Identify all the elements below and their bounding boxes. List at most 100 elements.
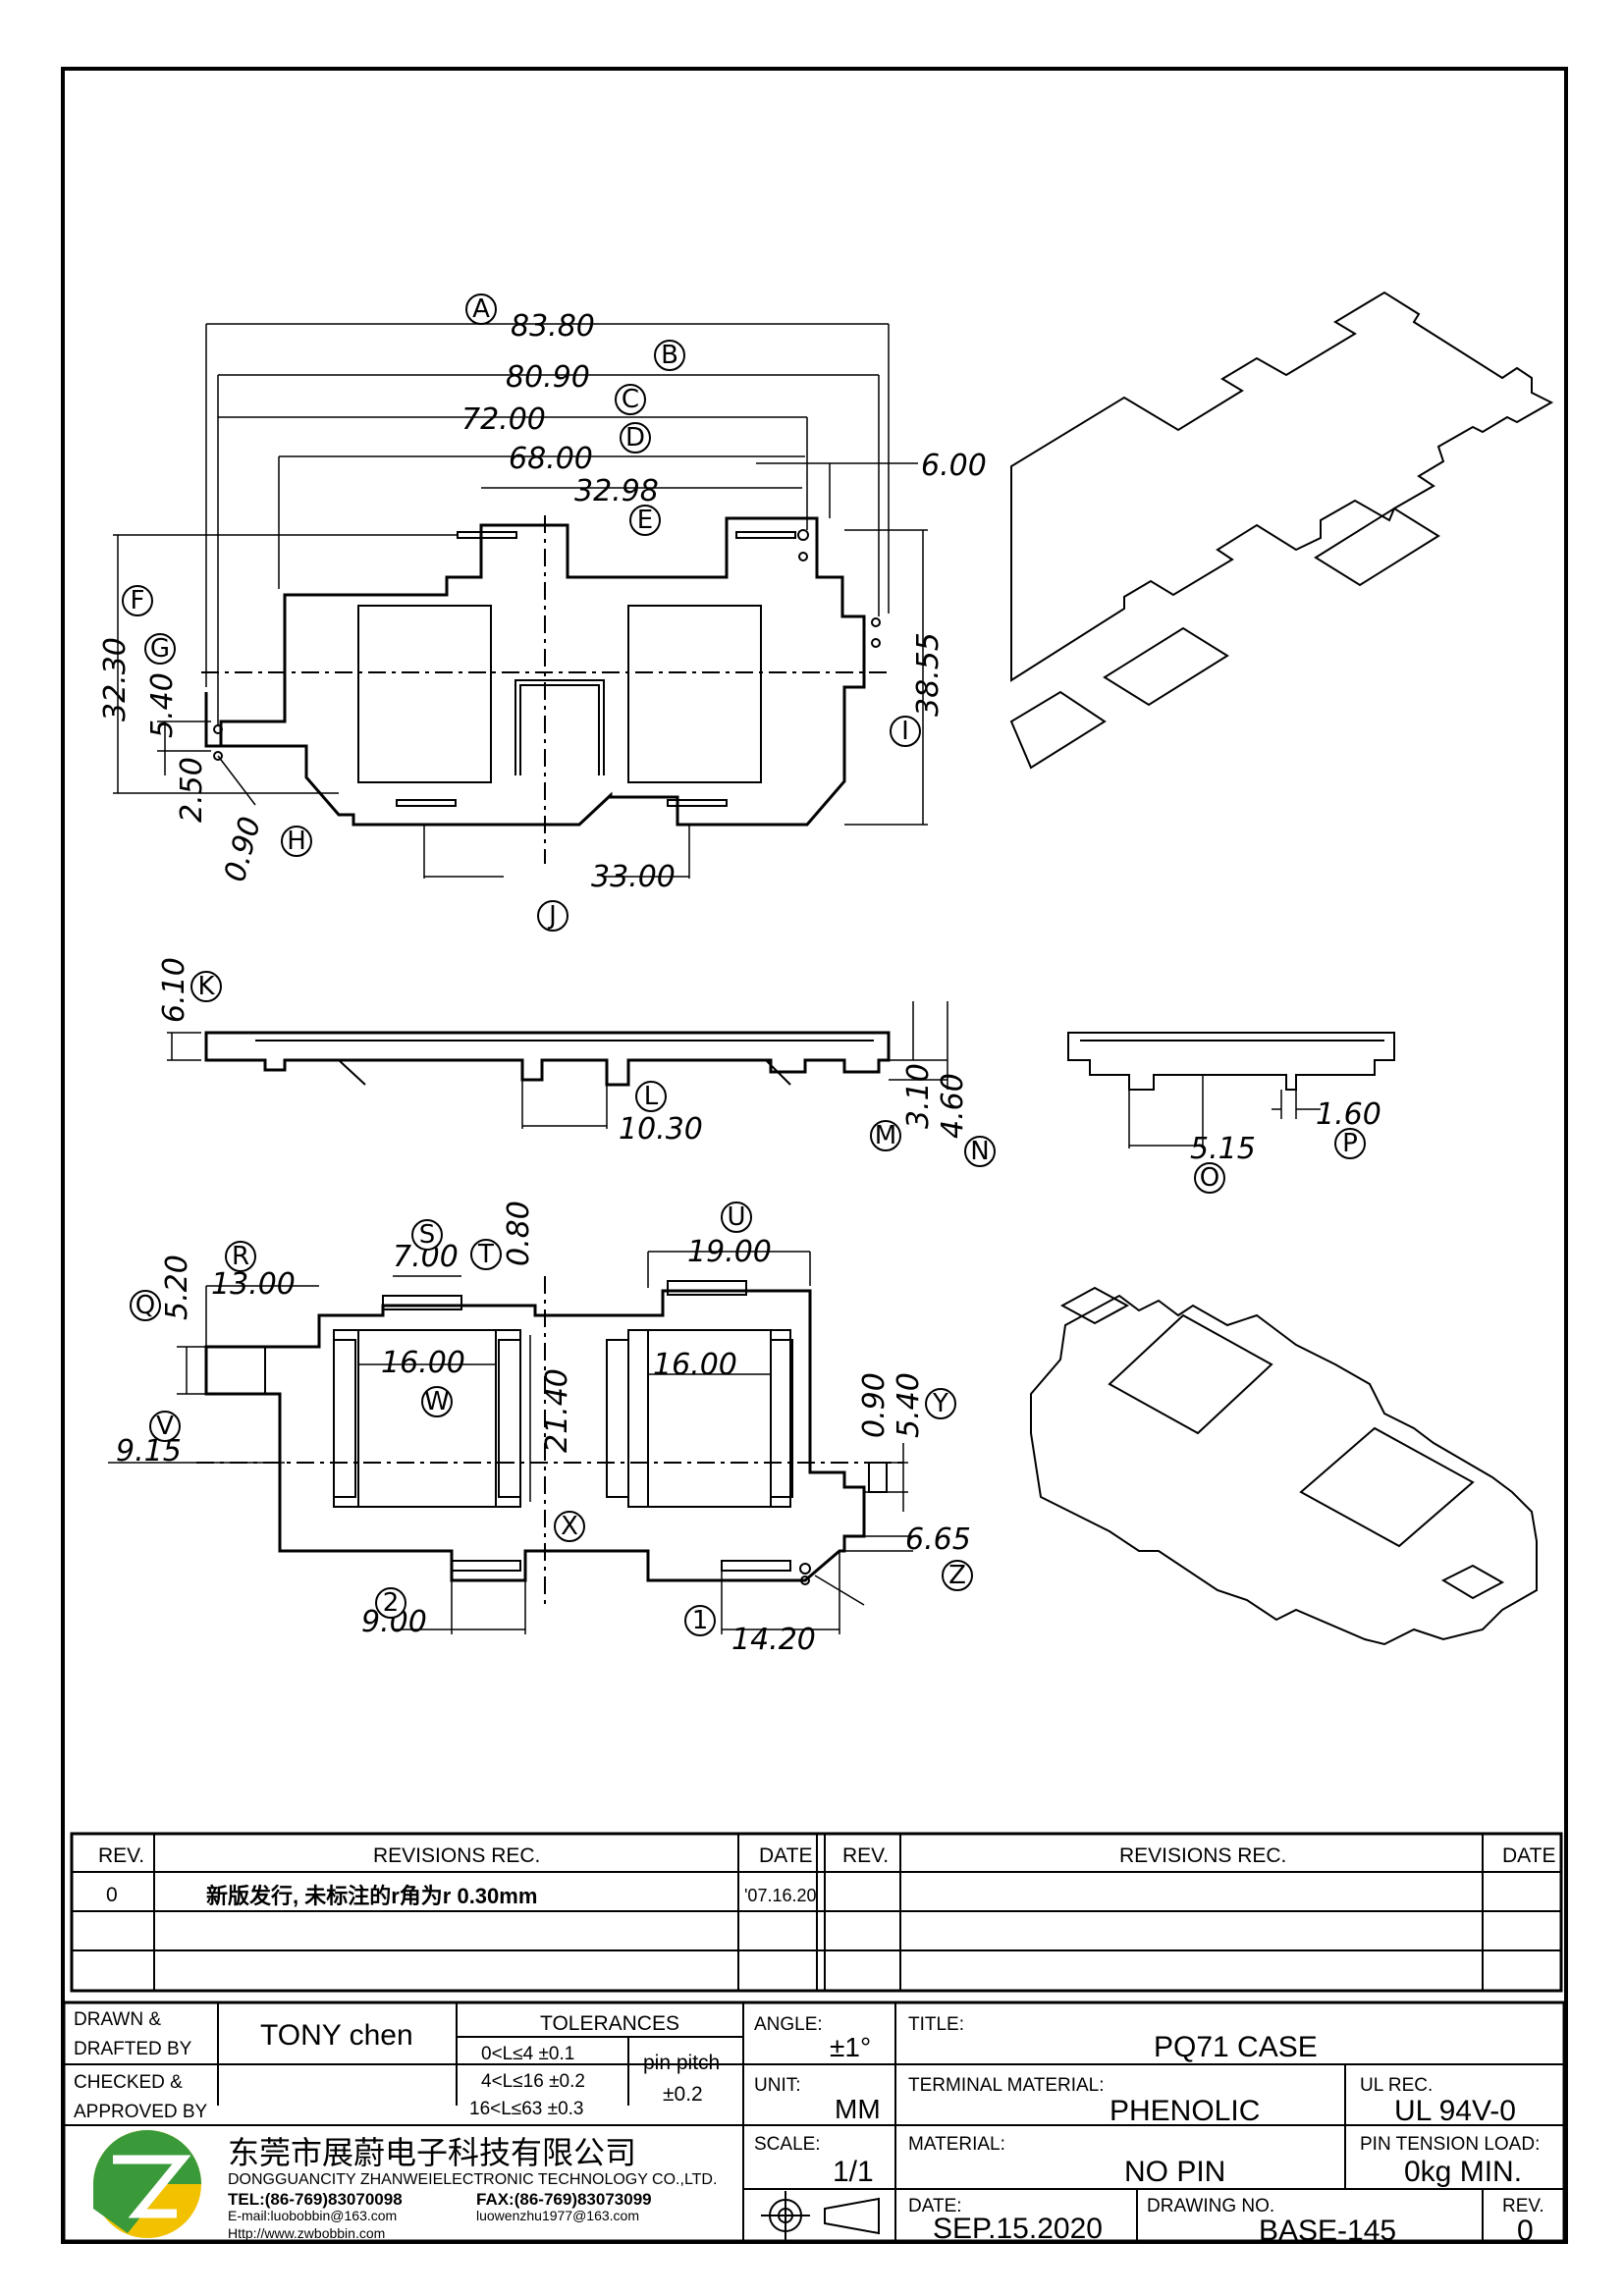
- unit-value: MM: [835, 2094, 881, 2124]
- dim-B: 80.90: [506, 360, 590, 395]
- pin-pitch-label: pin pitch: [643, 2052, 720, 2074]
- scale-value: 1/1: [833, 2156, 874, 2188]
- dim-U: 19.00: [687, 1235, 772, 1269]
- svg-text:2: 2: [383, 1588, 400, 1618]
- svg-text:N: N: [970, 1137, 989, 1166]
- rev-row-0-date: '07.16.20: [744, 1886, 817, 1905]
- drawing-no-label: DRAWING NO.: [1147, 2196, 1274, 2216]
- rev-row-0: 0: [106, 1884, 118, 1906]
- dim-R: 13.00: [211, 1267, 296, 1302]
- dim-G: 5.40: [145, 672, 180, 738]
- tolerances-title: TOLERANCES: [540, 2012, 679, 2035]
- checked-label-1: CHECKED &: [74, 2072, 183, 2093]
- company-web: Http://www.zwbobbin.com: [228, 2225, 385, 2241]
- date-value: SEP.15.2020: [933, 2213, 1103, 2245]
- rev-label: REV.: [1502, 2196, 1544, 2216]
- svg-text:O: O: [1200, 1163, 1219, 1193]
- angle-value: ±1°: [830, 2032, 871, 2062]
- company-en: DONGGUANCITY ZHANWEIELECTRONIC TECHNOLOG…: [228, 2171, 717, 2188]
- dim-E: 32.98: [574, 474, 659, 508]
- company-email: E-mail:luobobbin@163.com: [228, 2208, 397, 2223]
- callout-t: T: [470, 1239, 502, 1270]
- svg-text:T: T: [477, 1240, 494, 1269]
- tol-row-3: 16<L≤63 ±0.3: [469, 2099, 583, 2119]
- svg-text:A: A: [472, 294, 490, 324]
- svg-text:Q: Q: [135, 1291, 155, 1320]
- rev-value: 0: [1517, 2215, 1534, 2247]
- dim-e-right: 6.00: [921, 449, 987, 483]
- bottom-view: [108, 1251, 913, 1634]
- callout-q: Q: [130, 1290, 161, 1321]
- svg-text:F: F: [131, 586, 145, 615]
- svg-text:C: C: [622, 385, 639, 414]
- dim-Z: 6.65: [905, 1522, 971, 1557]
- callout-m: M: [870, 1120, 901, 1151]
- svg-text:M: M: [875, 1121, 896, 1150]
- terminal-value: PHENOLIC: [1110, 2095, 1260, 2127]
- callout-a: A: [465, 294, 497, 325]
- callout-c: C: [615, 384, 646, 415]
- title-label: TITLE:: [908, 2014, 964, 2035]
- title-value: PQ71 CASE: [1154, 2031, 1318, 2063]
- ul-value: UL 94V-0: [1394, 2095, 1516, 2127]
- svg-text:D: D: [625, 423, 645, 453]
- svg-text:I: I: [901, 717, 909, 746]
- dim-D: 68.00: [509, 442, 593, 476]
- drawing-no-value: BASE-145: [1259, 2215, 1396, 2247]
- dim-g-bottom: 2.50: [175, 757, 209, 823]
- company-email-2: luowenzhu1977@163.com: [476, 2208, 639, 2223]
- company-fax: FAX:(86-769)83073099: [476, 2190, 652, 2209]
- callout-s: S: [411, 1219, 443, 1251]
- callout-g: G: [144, 633, 176, 665]
- callout-p: P: [1334, 1128, 1366, 1159]
- svg-text:1: 1: [692, 1606, 709, 1635]
- dim-P: 1.60: [1316, 1097, 1381, 1132]
- callout-h: H: [281, 826, 312, 857]
- terminal-label: TERMINAL MATERIAL:: [908, 2075, 1105, 2096]
- dim-M: 3.10: [901, 1063, 936, 1129]
- dim-C: 72.00: [461, 402, 546, 437]
- date-header-2: DATE: [1502, 1844, 1555, 1867]
- tol-row-1: 0<L≤4 ±0.1: [481, 2044, 574, 2064]
- callout-k: K: [190, 971, 222, 1002]
- unit-label: UNIT:: [754, 2075, 801, 2096]
- drawn-label-2: DRAFTED BY: [74, 2039, 192, 2059]
- material-value: NO PIN: [1124, 2156, 1225, 2188]
- dim-T: 0.80: [502, 1201, 536, 1266]
- material-label: MATERIAL:: [908, 2134, 1005, 2155]
- svg-text:B: B: [661, 341, 678, 370]
- date-header: DATE: [759, 1844, 812, 1867]
- callout-d: D: [620, 422, 651, 454]
- date-label: DATE:: [908, 2196, 962, 2216]
- top-view: [113, 323, 928, 894]
- svg-text:Y: Y: [932, 1389, 948, 1418]
- dim-x-vert: 21.40: [540, 1368, 574, 1453]
- scale-label: SCALE:: [754, 2134, 821, 2155]
- svg-text:K: K: [197, 972, 215, 1001]
- ul-label: UL REC.: [1360, 2075, 1433, 2096]
- callout-u: U: [721, 1201, 752, 1233]
- dim-y-hole: 0.90: [857, 1372, 892, 1438]
- dim-N: 4.60: [936, 1073, 970, 1139]
- callout-j: J: [537, 900, 568, 932]
- revisions-header-2: REVISIONS REC.: [1119, 1844, 1286, 1867]
- callout-e: E: [629, 505, 661, 536]
- svg-text:L: L: [644, 1082, 659, 1111]
- callout-v: V: [149, 1411, 181, 1442]
- dim-n1: 14.20: [731, 1623, 816, 1657]
- svg-text:P: P: [1342, 1129, 1358, 1158]
- isometric-view-top: [1009, 291, 1554, 770]
- isometric-view-bottom: [1030, 1286, 1538, 1646]
- svg-text:E: E: [637, 506, 653, 535]
- svg-text:H: H: [287, 827, 306, 856]
- checked-label-2: APPROVED BY: [74, 2102, 208, 2122]
- side-view: [167, 1001, 1395, 1148]
- pin-pitch-value: ±0.2: [663, 2083, 703, 2106]
- callout-1: 1: [684, 1605, 716, 1636]
- callout-l: L: [635, 1081, 667, 1112]
- dim-H: 0.90: [218, 813, 268, 885]
- tol-row-2: 4<L≤16 ±0.2: [481, 2071, 585, 2092]
- dim-A: 83.80: [511, 309, 595, 344]
- dim-Q: 5.20: [160, 1255, 194, 1320]
